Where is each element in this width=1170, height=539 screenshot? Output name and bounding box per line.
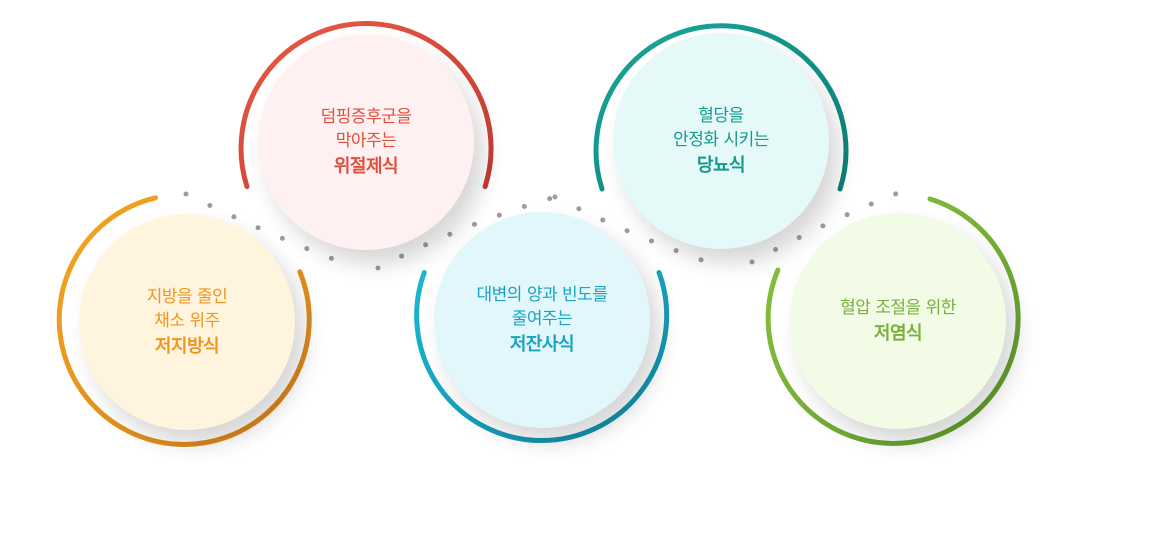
diet-description-line-2: 안정화 시키는 [673,129,769,150]
diet-description-line-1: 지방을 줄인 [146,286,228,307]
diet-description-line-1: 혈당을 [698,105,744,126]
ring-arc [765,196,1021,446]
diet-circle: 혈당을 안정화 시키는 당뇨식 [613,33,829,249]
diet-description-line-1: 대변의 양과 빈도를 [476,284,608,305]
dotted-connector [183,191,355,269]
diet-node-gastrectomy: 덤핑증후군을 막아주는 위절제식 [258,34,474,250]
diet-circle: 대변의 양과 빈도를 줄여주는 저잔사식 [434,212,650,428]
diet-description-line-1: 덤핑증후군을 [320,106,412,127]
diet-description-line-2: 채소 위주 [154,310,220,331]
diet-description-line-2: 막아주는 [335,130,397,151]
diet-node-low-residue: 대변의 양과 빈도를 줄여주는 저잔사식 [434,212,650,428]
diet-name: 저잔사식 [509,333,575,355]
diet-circle: 덤핑증후군을 막아주는 위절제식 [258,34,474,250]
diet-name: 위절제식 [333,155,399,177]
diet-circle: 혈압 조절을 위한 저염식 [790,213,1006,429]
diet-name: 당뇨식 [696,154,746,176]
diet-description-line-1: 혈압 조절을 위한 [840,297,956,318]
diet-name: 저지방식 [154,335,220,357]
diet-node-low-sodium: 혈압 조절을 위한 저염식 [790,213,1006,429]
diet-circle: 지방을 줄인 채소 위주 저지방식 [79,214,295,430]
diet-description-line-2: 줄여주는 [511,308,573,329]
diet-name: 저염식 [873,322,923,344]
diet-node-diabetic: 혈당을 안정화 시키는 당뇨식 [613,33,829,249]
ring-arc [593,23,849,192]
ring-arc [56,195,312,447]
ring-arc [414,270,670,444]
ring-arc [238,21,494,190]
diet-node-low-fat: 지방을 줄인 채소 위주 저지방식 [79,214,295,430]
